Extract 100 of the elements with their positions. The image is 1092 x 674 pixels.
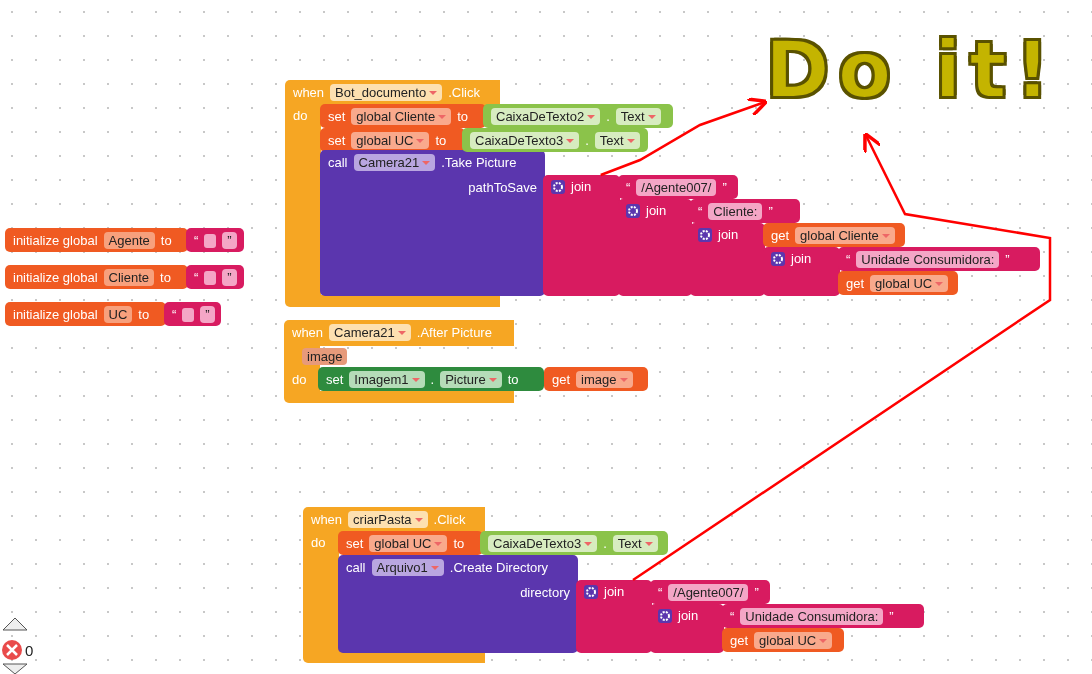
block-keyword: get [771, 228, 790, 243]
block-keyword: join [604, 584, 625, 599]
block-keyword: join [718, 227, 739, 242]
block-keyword: when [292, 325, 324, 340]
text-block [186, 265, 244, 289]
block-keyword: set [326, 372, 344, 387]
dropdown-field: Text [594, 132, 640, 149]
quote-mark: ” [722, 180, 727, 195]
block-keyword: when [293, 85, 325, 100]
quote-mark: ” [768, 204, 773, 219]
dropdown-field: Text [612, 535, 658, 552]
dropdown-field: CaixaDeTexto3 [488, 535, 598, 552]
quote-mark: “ [626, 180, 631, 195]
quote-mark: “ [658, 585, 663, 600]
text-value: UC [103, 306, 133, 323]
setter-block [338, 531, 483, 555]
quote-mark: “ [730, 609, 735, 624]
dropdown-field: global UC [754, 632, 833, 649]
join-block [763, 247, 840, 296]
text-value: Unidade Consumidora: [740, 608, 884, 625]
dropdown-field: Bot_documento [330, 84, 443, 101]
join-block [650, 604, 724, 653]
dropdown-field: CaixaDeTexto2 [491, 108, 601, 125]
text-value: Cliente: [708, 203, 763, 220]
block-keyword: . [585, 133, 589, 148]
text-block [722, 604, 924, 628]
block-keyword: when [311, 512, 343, 527]
block-keyword: directory [520, 585, 570, 600]
block-keyword: call [346, 560, 366, 575]
block-keyword: to [160, 270, 171, 285]
text-value: ” [222, 232, 237, 249]
block-keyword: .After Picture [416, 325, 492, 340]
text-value: Unidade Consumidora: [856, 251, 1000, 268]
text-value: /Agente007/ [636, 179, 717, 196]
block-keyword: .Click [433, 512, 466, 527]
block-keyword: get [846, 276, 865, 291]
text-block [164, 302, 221, 326]
dropdown-field: Imagem1 [349, 371, 425, 388]
block-keyword: to [160, 233, 172, 248]
text-value: Cliente [103, 269, 155, 286]
text-block [186, 228, 244, 252]
text-value: ” [200, 306, 215, 323]
text-block [650, 580, 770, 604]
block-keyword: to [507, 372, 519, 387]
quote-mark: “ [194, 270, 199, 285]
dropdown-field: global UC [369, 535, 448, 552]
variable-block [5, 228, 188, 252]
method-call-block [320, 150, 545, 296]
quote-mark: “ [698, 204, 703, 219]
quote-mark: “ [194, 233, 199, 248]
block-keyword: to [435, 133, 447, 148]
getter-block [722, 628, 844, 652]
block-keyword: to [453, 536, 465, 551]
setter-block [318, 367, 544, 391]
block-keyword: join [678, 608, 699, 623]
do-it-text: Do it! [765, 25, 1059, 115]
parameter-name: image [302, 348, 348, 365]
text-block [618, 175, 738, 199]
block-keyword: set [328, 133, 346, 148]
quote-mark: ” [1005, 252, 1010, 267]
getter-block [544, 367, 648, 391]
dropdown-field: Camera21 [353, 154, 436, 171]
block-keyword: join [571, 179, 592, 194]
dropdown-field: global Cliente [795, 227, 895, 244]
block-keyword: .Click [448, 85, 480, 100]
dropdown-field: CaixaDeTexto3 [470, 132, 580, 149]
quote-mark: “ [846, 252, 851, 267]
dropdown-field: global Cliente [351, 108, 452, 125]
event-block [284, 320, 544, 403]
quote-mark: ” [889, 609, 894, 624]
block-keyword: join [791, 251, 812, 266]
block-keyword: pathToSave [468, 180, 537, 195]
hand-drawn-arrow [600, 97, 769, 177]
variable-block [5, 265, 188, 289]
text-value: ” [222, 269, 237, 286]
property-block [462, 128, 648, 152]
block-keyword: . [606, 109, 610, 124]
block-keyword: call [328, 155, 348, 170]
block-keyword: to [457, 109, 468, 124]
getter-block [838, 271, 958, 295]
property-block [480, 531, 668, 555]
property-block [483, 104, 673, 128]
block-keyword: initialize global [13, 233, 98, 248]
dropdown-field: global UC [351, 132, 430, 149]
dropdown-field: criarPasta [348, 511, 428, 528]
hand-drawn-arrow [632, 131, 1052, 582]
block-keyword: to [138, 307, 150, 322]
block-keyword: initialize global [13, 307, 98, 322]
quote-mark: “ [172, 307, 177, 322]
block-keyword: set [346, 536, 364, 551]
dropdown-field: Picture [440, 371, 502, 388]
method-call-block [338, 555, 578, 653]
block-keyword: initialize global [13, 270, 98, 285]
text-block [838, 247, 1040, 271]
block-keyword: join [646, 203, 667, 218]
block-keyword: get [730, 633, 749, 648]
block-keyword: .Take Picture [441, 155, 517, 170]
join-block [576, 580, 652, 653]
block-keyword: do [293, 108, 308, 123]
block-keyword: get [552, 372, 571, 387]
